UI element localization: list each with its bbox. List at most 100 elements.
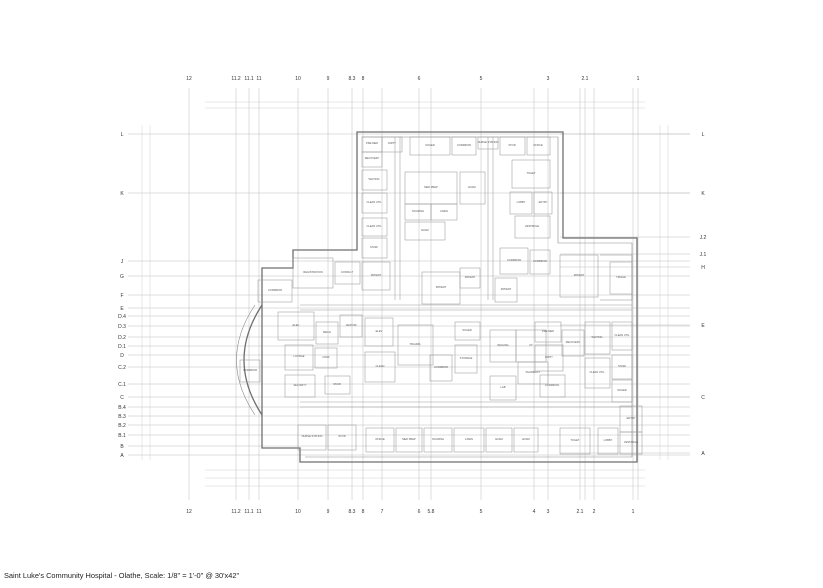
grid-label: D [120,353,124,359]
grid-label: 2 [593,509,596,515]
room-label: SOILED [617,388,627,392]
grid-label: K [120,191,124,197]
room-label: STAIR [333,382,341,386]
grid-label: L [121,132,124,138]
room-label: MED PREP [402,437,416,441]
room-label: ENTRY [627,416,636,420]
room-label: ENTRY [539,200,548,204]
room-label: EXAM [522,437,529,441]
grid-label: B.4 [118,405,126,411]
grid-label: 10 [295,76,301,82]
grid-label: 9 [327,76,330,82]
room-label: VESTIBULE [624,440,639,444]
room-label: CLEAN UTIL [367,224,383,228]
grid-label: 2.1 [582,76,589,82]
grid-label: 11 [256,76,261,82]
room-label: ELEC [293,323,300,327]
grid-label: A [120,453,124,459]
grid-label: 5.8 [428,509,435,515]
room-label: OFFICE [533,143,543,147]
grid-label: L [702,132,705,138]
grid-label: 5 [480,76,483,82]
room-label: IMAGING [497,343,508,347]
room-label: STORAGE [460,356,473,360]
room-label: NOURISH [432,437,444,441]
grid-label: 8 [362,509,365,515]
room-label: CLEAN UTIL [615,333,631,337]
room-label: MECH [323,330,331,334]
grid-label: 6 [418,509,421,515]
room-label: EXAM [468,185,475,189]
room-label: JANITOR [345,323,356,327]
grid-label: 3 [547,509,550,515]
room-label: LINEN [465,437,473,441]
room-label: LAB [501,385,506,389]
grid-label: C.1 [118,382,126,388]
room-label: DIRTY [545,355,553,359]
grid-label: 2.1 [577,509,584,515]
grid-label: G [120,274,124,280]
grid-label: 6 [418,76,421,82]
grid-label: 12 [186,76,192,82]
room-label: CLEAN UTIL [590,370,606,374]
room-label: PRE-MED [366,141,378,145]
room-label: EXAM [421,228,428,232]
grid-label: J.1 [700,252,707,258]
room-label: LOBBY [517,200,526,204]
room-label: CONF [322,355,330,359]
drawing-caption: Saint Luke's Community Hospital - Olathe… [4,571,240,580]
grid-label: 5 [480,509,483,515]
room-label: MED PREP [424,185,438,189]
grid-label: F [120,293,123,299]
room-label: PATIENT [436,285,447,289]
grid-label: B.3 [118,414,126,420]
room-label: PATIENT [371,273,382,277]
grid-label: 10 [295,509,301,515]
grid-label: B.1 [118,433,126,439]
grid-label: J [121,259,124,265]
grid-label: 1 [632,509,635,515]
room-label: CORRIDOR [268,288,282,292]
grid-label: 11.1 [244,76,254,82]
room-label: CORRIDOR [545,383,559,387]
room-label: PHARMACY [526,370,541,374]
room-label: PATIENT [574,273,585,277]
grid-label: D.3 [118,324,126,330]
room-label: TOILET [570,438,579,442]
room-label: DIRTY [388,141,396,145]
room-label: CLEAN UTIL [367,200,383,204]
grid-label: 8 [362,76,365,82]
room-label: LOBBY [604,438,613,442]
room-label: CONSULT [341,270,354,274]
grid-label: D.4 [118,314,126,320]
grid-label: 4 [533,509,536,515]
room-label: CORRIDOR [243,368,257,372]
grid-label: J.2 [700,235,707,241]
grid-label: E [120,306,124,312]
room-label: TOILET [526,171,535,175]
grid-label: 12 [186,509,192,515]
room-label: OFFICE [375,437,385,441]
room-label: CORRIDOR [533,259,547,263]
room-label: WAITING [592,335,603,339]
grid-label: 11.2 [231,76,241,82]
room-label: CORRIDOR [434,365,448,369]
grid-label: C [701,395,705,401]
room-label: STOR [338,434,345,438]
grid-label: 11.1 [244,509,254,515]
room-label: TRAUMA [410,342,421,346]
grid-label: 7 [381,509,384,515]
interior-rooms [239,136,643,455]
room-label: LOUNGE [294,354,305,358]
room-label: PATIENT [465,275,476,279]
room-label: STAFF [370,245,378,249]
grid-label: H [701,265,705,271]
room-label: TRIAGE [616,275,626,279]
room-label: NURSE STATION [302,434,323,438]
dimension-strings [141,101,669,487]
grid-label: 9 [327,509,330,515]
